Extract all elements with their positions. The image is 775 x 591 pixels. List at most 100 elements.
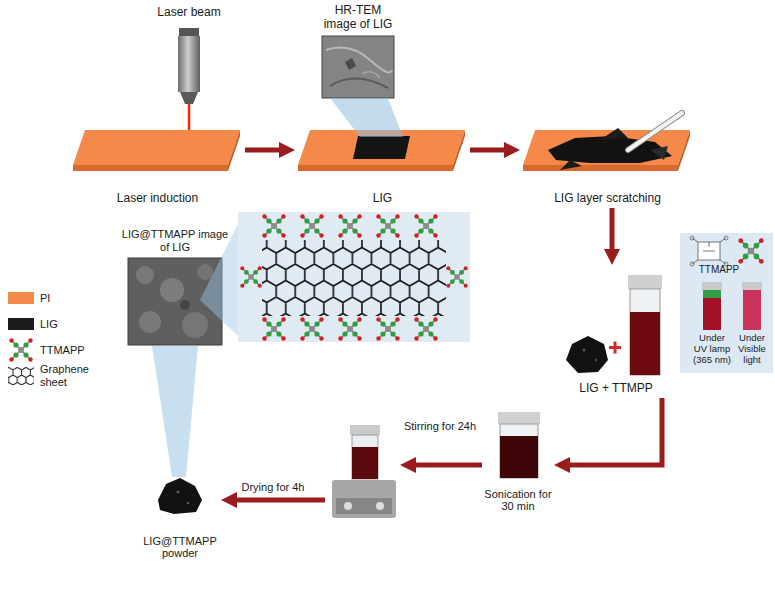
spatula xyxy=(628,113,682,150)
process-step: Laser induction xyxy=(70,118,245,208)
structure-formula xyxy=(724,236,728,240)
magnetic-stirrer xyxy=(376,502,384,510)
step-label: TTMAPP xyxy=(690,264,748,276)
structure-formula xyxy=(690,236,728,266)
magnetic-stirrer xyxy=(350,425,380,435)
magnetic-stirrer xyxy=(332,425,396,518)
sonication-vial xyxy=(500,424,538,478)
spatula xyxy=(628,113,682,150)
pi-plate xyxy=(453,130,465,171)
pi-plate xyxy=(73,130,240,165)
process-arrow xyxy=(610,208,615,254)
scratched-lig xyxy=(548,136,672,163)
composite-image xyxy=(182,312,208,338)
legend-label: PI xyxy=(40,292,50,305)
solution-vial xyxy=(628,275,662,375)
lig-patch xyxy=(353,136,410,159)
sonication-vial xyxy=(498,412,540,424)
pi-plate xyxy=(73,165,228,171)
legend-item: TTMAPP xyxy=(8,337,102,363)
legend-swatch xyxy=(8,318,34,330)
uv-vial xyxy=(702,282,722,330)
laser-device xyxy=(180,92,198,104)
image-panel: LIG@TTMAPP image of LIG xyxy=(119,226,231,350)
tem-image xyxy=(330,78,388,88)
sonication-vial xyxy=(498,412,540,478)
uv-vial xyxy=(703,290,721,298)
magnetic-stirrer xyxy=(352,435,378,479)
legend-item: LIG xyxy=(8,311,102,337)
composite-image xyxy=(136,266,154,284)
reference-panel-ground xyxy=(680,233,773,373)
process-step: LIG + TTMPP xyxy=(555,265,677,398)
solution-vial xyxy=(630,289,660,375)
plus-sign xyxy=(609,342,621,354)
magnetic-stirrer xyxy=(332,480,396,518)
process-step: Sonication for 30 min xyxy=(482,405,554,515)
molecule-icon xyxy=(262,214,285,237)
step-label: LIG layer scratching xyxy=(554,192,661,206)
legend-label: Graphene sheet xyxy=(40,363,102,388)
scratched-lig xyxy=(560,160,582,170)
tem-image xyxy=(322,36,394,98)
solution-vial xyxy=(630,312,660,375)
molecule-icon xyxy=(338,214,361,237)
process-arrow xyxy=(245,148,284,153)
molecule-icon xyxy=(338,317,361,340)
composite-powder xyxy=(158,478,202,514)
tem-image xyxy=(322,36,394,98)
step-label: Sonication for 30 min xyxy=(484,488,552,513)
process-step: LIG layer scratching xyxy=(520,118,695,208)
legend-sample-slot xyxy=(8,344,34,356)
composite-image xyxy=(197,264,213,280)
step-label: Laser induction xyxy=(117,192,198,206)
molecule-icon xyxy=(446,266,467,287)
lig-powder xyxy=(595,359,597,361)
visible-vial xyxy=(742,282,762,290)
composite-powder xyxy=(176,490,179,493)
pi-plate xyxy=(73,130,240,171)
structure-formula xyxy=(690,236,694,240)
laser-device xyxy=(179,28,199,36)
pi-plate xyxy=(298,165,453,171)
legend-sample xyxy=(8,367,34,385)
legend-item: Graphene sheet xyxy=(8,363,102,389)
lig-powder xyxy=(566,336,608,373)
zoom-callout xyxy=(200,224,238,336)
process-arrow xyxy=(232,498,325,503)
pi-plate xyxy=(228,130,240,171)
molecule-icon xyxy=(300,317,323,340)
magnetic-stirrer xyxy=(336,498,392,514)
zoom-callout xyxy=(152,346,198,477)
tem-image xyxy=(345,58,356,70)
molecule-icon xyxy=(376,317,399,340)
step-label: LIG@TTMAPP image of LIG xyxy=(121,228,229,253)
sonication-vial xyxy=(500,436,538,478)
annotation-label: Laser beam xyxy=(146,6,232,20)
legend-label: TTMAPP xyxy=(40,344,85,357)
magnetic-stirrer xyxy=(344,502,352,510)
composite-image xyxy=(139,311,161,333)
step-label: LIG@TTMAPP powder xyxy=(141,535,219,560)
tem-image xyxy=(326,48,392,73)
zoom-callout xyxy=(152,346,198,477)
zoom-callout xyxy=(200,224,238,336)
composite-image xyxy=(180,300,190,310)
composite-powder xyxy=(187,502,190,505)
pi-plate xyxy=(523,130,690,165)
reference-panel-ground xyxy=(680,233,773,373)
legend-label: LIG xyxy=(40,318,58,331)
scratched-lig xyxy=(600,128,628,140)
lig-powder xyxy=(583,349,586,352)
molecule-icon xyxy=(414,317,437,340)
molecule-icon xyxy=(262,317,285,340)
molecule-icon xyxy=(300,214,323,237)
legend-sample-slot xyxy=(8,370,34,382)
legend-swatch xyxy=(8,292,34,304)
legend-item: PI xyxy=(8,285,102,311)
process-step: LIG xyxy=(295,118,470,208)
graphene-panel xyxy=(238,212,470,342)
laser-device xyxy=(178,36,200,92)
